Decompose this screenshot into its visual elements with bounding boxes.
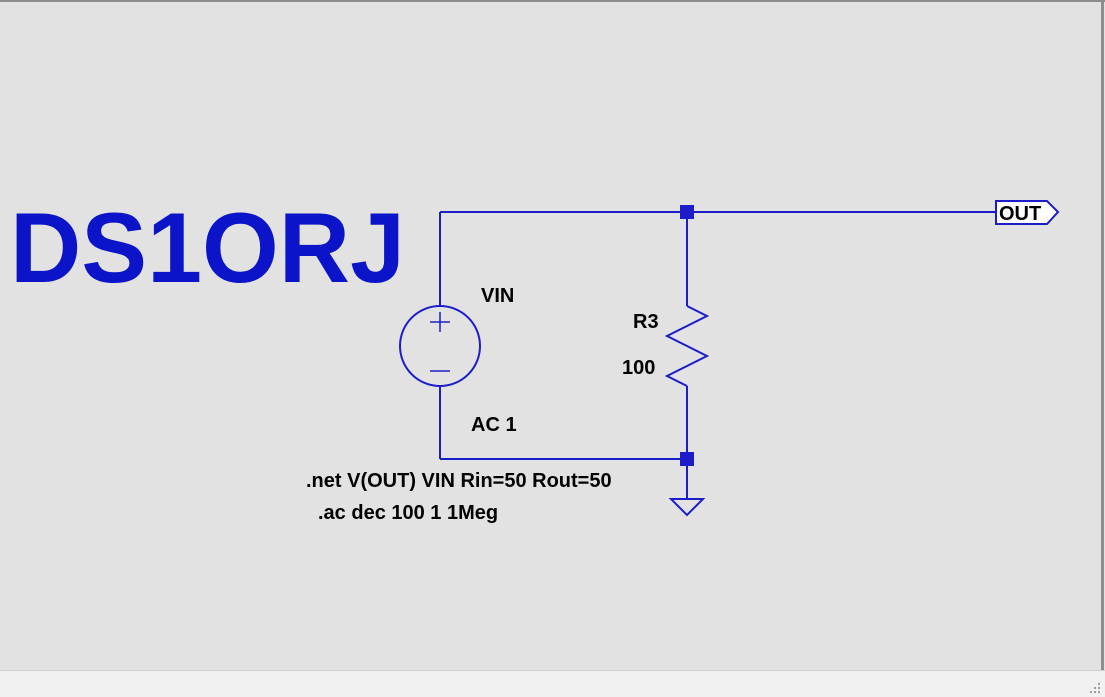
net-label-flag — [995, 200, 1060, 225]
logo-text: DS1ORJ — [10, 192, 405, 303]
net-label-text: OUT — [999, 203, 1041, 225]
size-grip-icon[interactable] — [1087, 680, 1101, 694]
source-value-label[interactable]: AC 1 — [471, 414, 517, 436]
window-right-border — [1101, 0, 1104, 670]
schematic-canvas[interactable]: DS1ORJ OUT VIN — [0, 0, 1101, 670]
wires — [439, 211, 996, 499]
junction-dot-bottom — [680, 452, 694, 466]
junction-dot-top — [680, 205, 694, 219]
resistor-r3[interactable] — [664, 305, 710, 387]
voltage-source-circle — [399, 305, 481, 387]
voltage-source-vin[interactable] — [399, 305, 481, 387]
status-bar — [0, 670, 1105, 697]
spice-directive-ac[interactable]: .ac dec 100 1 1Meg — [318, 502, 498, 524]
window-top-border — [0, 0, 1105, 2]
resistor-name-label[interactable]: R3 — [633, 311, 659, 333]
ground-icon[interactable] — [668, 498, 706, 517]
spice-directive-net[interactable]: .net V(OUT) VIN Rin=50 Rout=50 — [306, 470, 612, 492]
resistor-value-label[interactable]: 100 — [622, 357, 655, 379]
net-label-out[interactable]: OUT — [995, 200, 1060, 225]
source-name-label[interactable]: VIN — [481, 285, 514, 307]
